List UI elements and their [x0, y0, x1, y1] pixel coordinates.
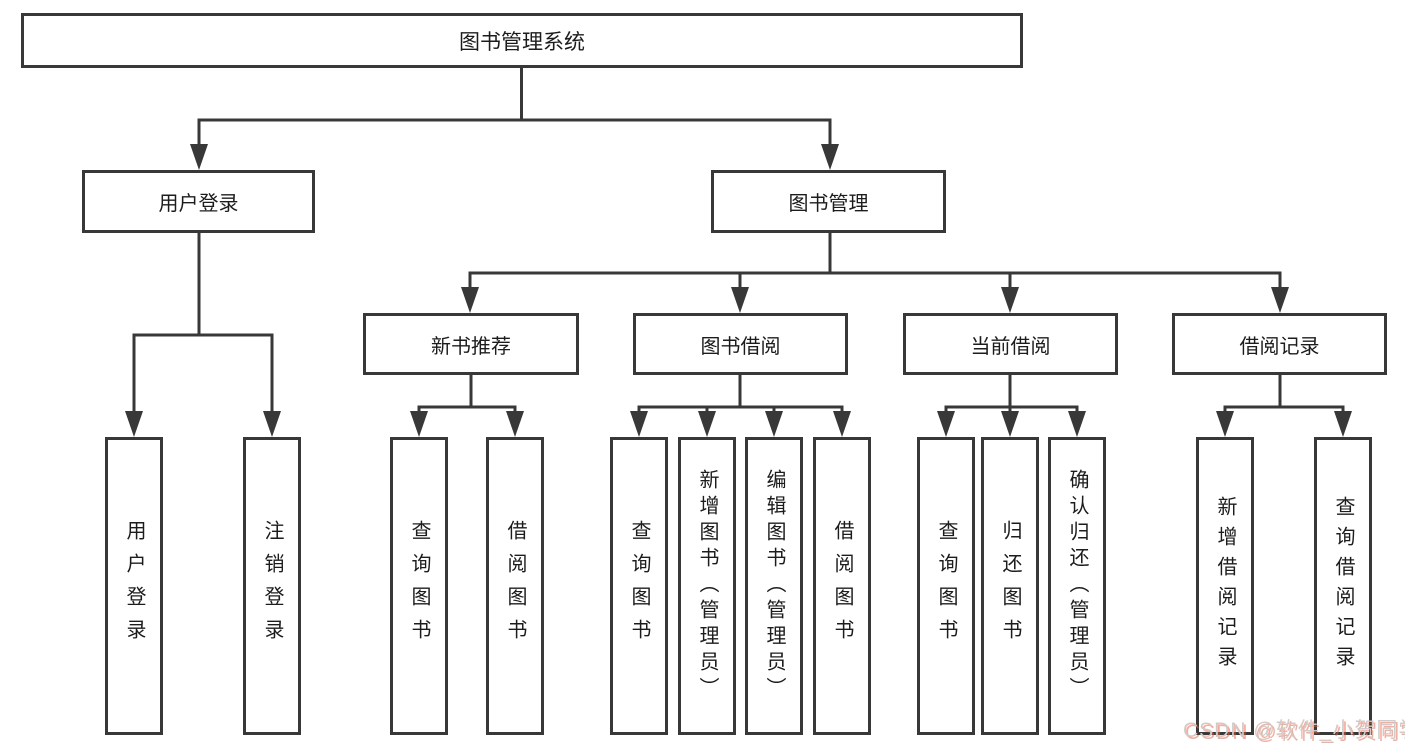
leaf-label: 归还图书 [999, 520, 1021, 652]
leaf-edit-book-admin: 编辑图书（管理员） [745, 437, 803, 735]
leaf-user-login: 用户登录 [105, 437, 163, 735]
node-label: 图书管理 [788, 193, 869, 215]
leaf-label: 查询图书 [408, 520, 430, 652]
node-book-management: 图书管理 [711, 170, 946, 233]
leaf-label: 查询图书 [628, 520, 650, 652]
leaf-add-book-admin: 新增图书（管理员） [678, 437, 736, 735]
leaf-query-book-1: 查询图书 [390, 437, 448, 735]
leaf-label: 新增图书（管理员） [696, 469, 718, 703]
csdn-watermark: CSDN @软件_小贺同学 [1183, 719, 1405, 742]
connector-borrow-record-to-leaves [1216, 375, 1352, 437]
leaf-label: 新增借阅记录 [1214, 496, 1236, 676]
leaf-return-book: 归还图书 [981, 437, 1039, 735]
node-current-borrowing: 当前借阅 [903, 313, 1118, 375]
node-label: 图书管理系统 [459, 30, 585, 54]
leaf-label: 用户登录 [123, 520, 145, 652]
node-label: 用户登录 [158, 193, 239, 215]
leaf-logout: 注销登录 [243, 437, 301, 735]
leaf-confirm-return-admin: 确认归还（管理员） [1048, 437, 1106, 735]
leaf-label: 编辑图书（管理员） [763, 469, 785, 703]
leaf-add-borrow-record: 新增借阅记录 [1196, 437, 1254, 735]
connector-book-borrow-to-leaves [630, 375, 851, 437]
leaf-label: 查询图书 [935, 520, 957, 652]
leaf-label: 借阅图书 [504, 520, 526, 652]
leaf-borrow-book-1: 借阅图书 [486, 437, 544, 735]
node-book-borrowing: 图书借阅 [633, 313, 848, 375]
node-label: 当前借阅 [970, 335, 1051, 358]
connector-user-login-to-leaves [125, 233, 281, 437]
connector-root-to-level2 [190, 68, 839, 170]
leaf-query-book-2: 查询图书 [610, 437, 668, 735]
connector-new-book-to-leaves [410, 375, 524, 437]
node-label: 新书推荐 [431, 335, 511, 358]
node-borrowing-records: 借阅记录 [1172, 313, 1387, 375]
leaf-label: 确认归还（管理员） [1066, 469, 1088, 703]
node-new-book-recommend: 新书推荐 [363, 313, 579, 375]
leaf-label: 查询借阅记录 [1332, 496, 1354, 676]
node-label: 借阅记录 [1239, 335, 1320, 358]
leaf-label: 借阅图书 [831, 520, 853, 652]
node-label: 图书借阅 [700, 335, 781, 358]
leaf-label: 注销登录 [261, 520, 283, 652]
node-user-login: 用户登录 [82, 170, 315, 233]
leaf-query-book-3: 查询图书 [917, 437, 975, 735]
connector-current-borrow-to-leaves [937, 375, 1086, 437]
node-library-management-system: 图书管理系统 [21, 13, 1023, 68]
leaf-borrow-book-2: 借阅图书 [813, 437, 871, 735]
connector-book-mgmt-to-level3 [461, 233, 1289, 313]
leaf-query-borrow-record: 查询借阅记录 [1314, 437, 1372, 735]
